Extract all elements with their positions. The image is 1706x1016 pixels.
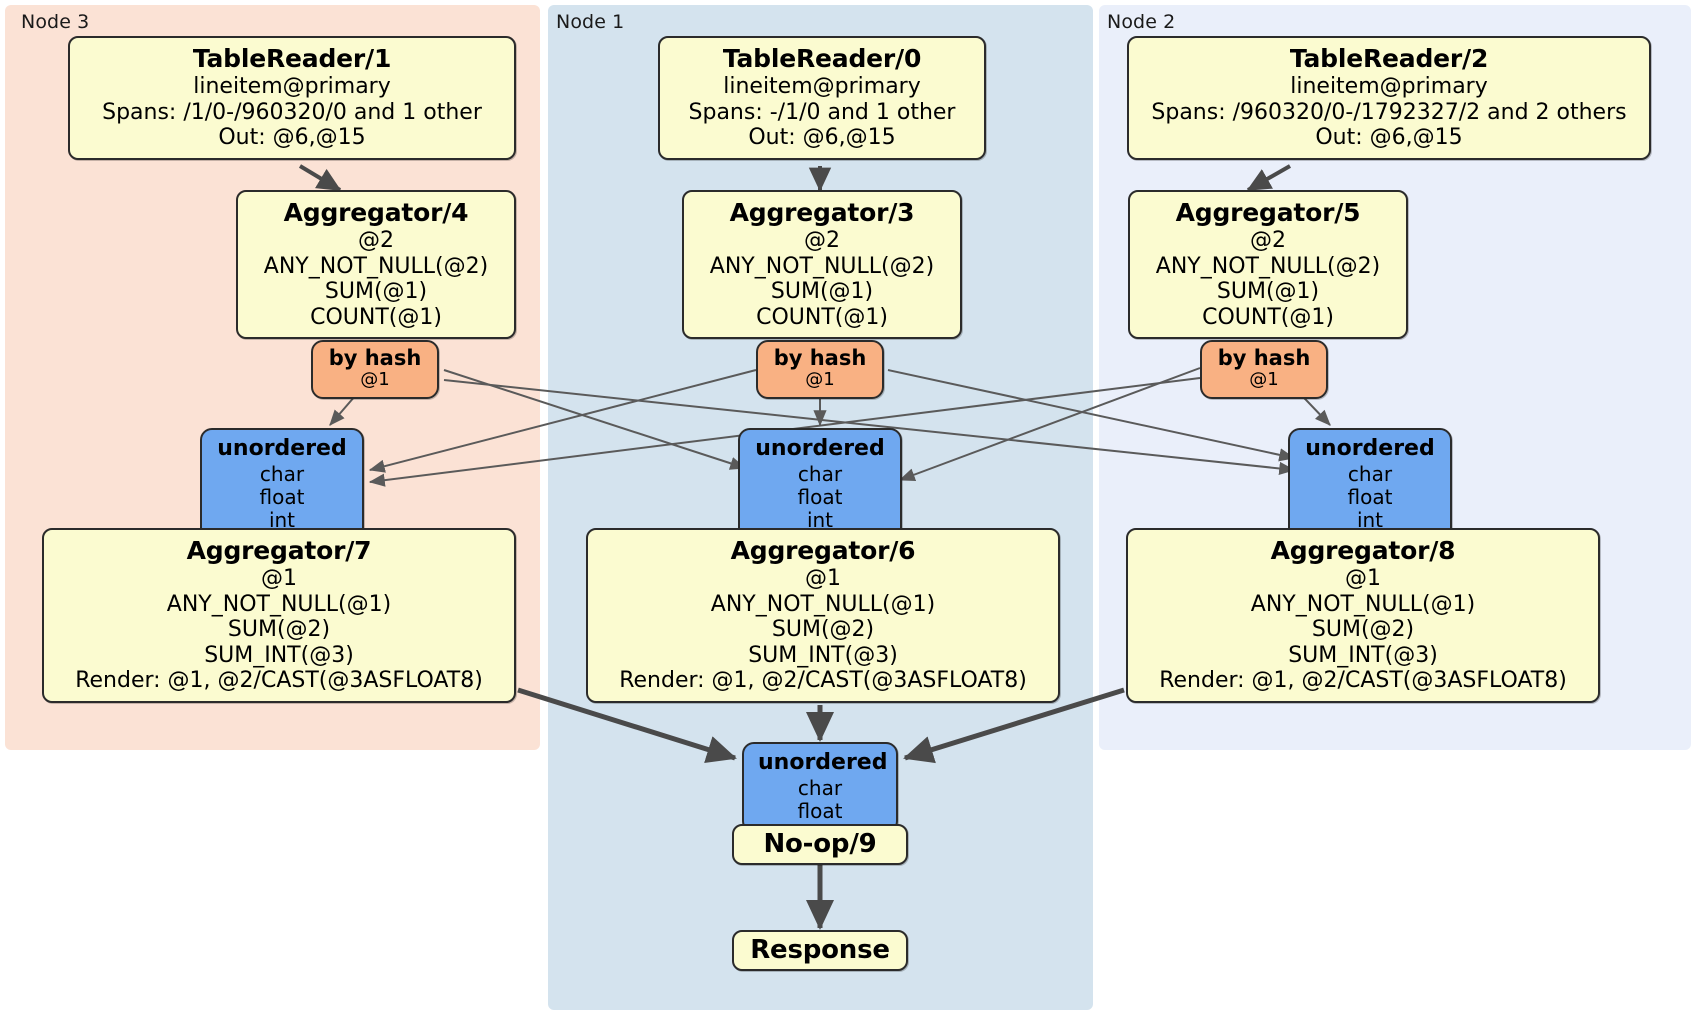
unordered-right-type-1: char <box>1347 461 1393 486</box>
by-hash-center-title: by hash <box>773 346 867 370</box>
by-hash-right-title: by hash <box>1217 346 1311 370</box>
processor-tablereader-1[interactable]: TableReader/1 lineitem@primary Spans: /1… <box>68 36 516 160</box>
router-by-hash-left[interactable]: by hash @1 <box>311 340 439 400</box>
aggregator-7-title: Aggregator/7 <box>186 536 372 565</box>
by-hash-right-col: @1 <box>1249 369 1279 391</box>
aggregator-3-groupby: @2 <box>804 228 840 253</box>
unordered-left-type-3: int <box>268 507 296 532</box>
tablereader-2-table: lineitem@primary <box>1290 74 1488 99</box>
aggregator-5-agg2: SUM(@1) <box>1216 279 1320 305</box>
unordered-center-title: unordered <box>755 436 885 461</box>
processor-aggregator-8[interactable]: Aggregator/8 @1 ANY_NOT_NULL(@1) SUM(@2)… <box>1126 528 1600 703</box>
synchronizer-unordered-left[interactable]: unordered char float int <box>200 428 364 543</box>
by-hash-left-col: @1 <box>360 369 390 391</box>
aggregator-8-title: Aggregator/8 <box>1270 536 1456 565</box>
aggregator-6-title: Aggregator/6 <box>730 536 916 565</box>
aggregator-5-agg1: ANY_NOT_NULL(@2) <box>1155 253 1381 279</box>
processor-noop-9[interactable]: No-op/9 <box>732 824 908 866</box>
aggregator-4-agg1: ANY_NOT_NULL(@2) <box>263 253 489 279</box>
processor-aggregator-5[interactable]: Aggregator/5 @2 ANY_NOT_NULL(@2) SUM(@1)… <box>1128 190 1408 340</box>
aggregator-3-title: Aggregator/3 <box>729 198 915 227</box>
processor-response[interactable]: Response <box>732 930 908 972</box>
aggregator-8-agg3: SUM_INT(@3) <box>1288 642 1438 668</box>
aggregator-4-groupby: @2 <box>358 228 394 253</box>
tablereader-2-title: TableReader/2 <box>1289 44 1489 73</box>
tablereader-1-spans: Spans: /1/0-/960320/0 and 1 other <box>102 99 482 125</box>
aggregator-7-agg1: ANY_NOT_NULL(@1) <box>166 591 392 617</box>
tablereader-0-spans: Spans: -/1/0 and 1 other <box>688 99 956 125</box>
aggregator-7-agg2: SUM(@2) <box>227 617 331 643</box>
aggregator-3-agg2: SUM(@1) <box>770 279 874 305</box>
aggregator-8-groupby: @1 <box>1345 566 1381 591</box>
tablereader-1-table: lineitem@primary <box>193 74 391 99</box>
processor-aggregator-4[interactable]: Aggregator/4 @2 ANY_NOT_NULL(@2) SUM(@1)… <box>236 190 516 340</box>
aggregator-8-render: Render: @1, @2/CAST(@3ASFLOAT8) <box>1159 668 1567 694</box>
unordered-right-type-3: int <box>1356 507 1384 532</box>
aggregator-6-render: Render: @1, @2/CAST(@3ASFLOAT8) <box>619 668 1027 694</box>
aggregator-7-agg3: SUM_INT(@3) <box>204 642 354 668</box>
region-label-node-2: Node 2 <box>1107 11 1176 33</box>
processor-aggregator-7[interactable]: Aggregator/7 @1 ANY_NOT_NULL(@1) SUM(@2)… <box>42 528 516 703</box>
noop-9-title: No-op/9 <box>763 829 877 859</box>
unordered-center-type-1: char <box>797 461 843 486</box>
aggregator-6-agg3: SUM_INT(@3) <box>748 642 898 668</box>
aggregator-4-agg3: COUNT(@1) <box>310 304 442 330</box>
by-hash-left-title: by hash <box>328 346 422 370</box>
aggregator-3-agg3: COUNT(@1) <box>756 304 888 330</box>
unordered-center-type-2: float <box>797 484 843 509</box>
router-by-hash-right[interactable]: by hash @1 <box>1200 340 1328 400</box>
processor-aggregator-6[interactable]: Aggregator/6 @1 ANY_NOT_NULL(@1) SUM(@2)… <box>586 528 1060 703</box>
unordered-center-type-3: int <box>806 507 834 532</box>
router-by-hash-center[interactable]: by hash @1 <box>756 340 884 400</box>
unordered-final-type-1: char <box>797 775 843 800</box>
synchronizer-unordered-final[interactable]: unordered char float <box>742 742 898 833</box>
unordered-final-type-2: float <box>797 798 843 823</box>
aggregator-3-agg1: ANY_NOT_NULL(@2) <box>709 253 935 279</box>
aggregator-6-groupby: @1 <box>805 566 841 591</box>
unordered-right-type-2: float <box>1347 484 1393 509</box>
unordered-left-type-1: char <box>259 461 305 486</box>
processor-aggregator-3[interactable]: Aggregator/3 @2 ANY_NOT_NULL(@2) SUM(@1)… <box>682 190 962 340</box>
tablereader-2-spans: Spans: /960320/0-/1792327/2 and 2 others <box>1151 99 1627 125</box>
unordered-left-title: unordered <box>217 436 347 461</box>
tablereader-0-table: lineitem@primary <box>723 74 921 99</box>
aggregator-8-agg1: ANY_NOT_NULL(@1) <box>1250 591 1476 617</box>
synchronizer-unordered-right[interactable]: unordered char float int <box>1288 428 1452 543</box>
tablereader-0-title: TableReader/0 <box>722 44 922 73</box>
unordered-right-title: unordered <box>1305 436 1435 461</box>
region-label-node-1: Node 1 <box>556 11 625 33</box>
aggregator-5-title: Aggregator/5 <box>1175 198 1361 227</box>
tablereader-1-title: TableReader/1 <box>192 44 392 73</box>
region-label-node-3: Node 3 <box>21 11 90 33</box>
aggregator-6-agg1: ANY_NOT_NULL(@1) <box>710 591 936 617</box>
aggregator-8-agg2: SUM(@2) <box>1311 617 1415 643</box>
tablereader-2-out: Out: @6,@15 <box>1315 125 1463 151</box>
tablereader-1-out: Out: @6,@15 <box>218 125 366 151</box>
processor-tablereader-0[interactable]: TableReader/0 lineitem@primary Spans: -/… <box>658 36 986 160</box>
by-hash-center-col: @1 <box>805 369 835 391</box>
aggregator-5-groupby: @2 <box>1250 228 1286 253</box>
tablereader-0-out: Out: @6,@15 <box>748 125 896 151</box>
aggregator-4-agg2: SUM(@1) <box>324 279 428 305</box>
aggregator-4-title: Aggregator/4 <box>283 198 469 227</box>
aggregator-6-agg2: SUM(@2) <box>771 617 875 643</box>
aggregator-5-agg3: COUNT(@1) <box>1202 304 1334 330</box>
synchronizer-unordered-center[interactable]: unordered char float int <box>738 428 902 543</box>
unordered-left-type-2: float <box>259 484 305 509</box>
aggregator-7-groupby: @1 <box>261 566 297 591</box>
response-title: Response <box>750 935 890 965</box>
aggregator-7-render: Render: @1, @2/CAST(@3ASFLOAT8) <box>75 668 483 694</box>
processor-tablereader-2[interactable]: TableReader/2 lineitem@primary Spans: /9… <box>1127 36 1651 160</box>
unordered-final-title: unordered <box>758 750 888 775</box>
